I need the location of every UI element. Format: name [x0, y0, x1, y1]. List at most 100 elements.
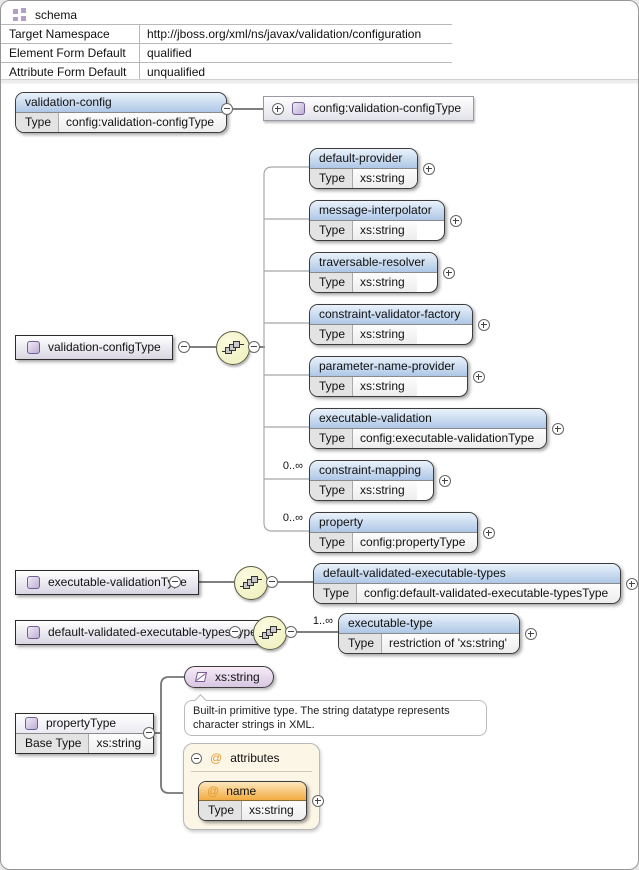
schema-header-table: schema Target Namespace http://jboss.org… — [1, 5, 452, 81]
element-name: default-provider — [310, 149, 417, 169]
type-value: config:validation-configType — [59, 113, 227, 132]
header-row-target-namespace: Target Namespace http://jboss.org/xml/ns… — [1, 25, 452, 44]
collapse-icon[interactable] — [221, 103, 233, 115]
complex-type-icon — [27, 576, 40, 589]
attributes-header: @ attributes — [191, 751, 312, 772]
collapse-icon[interactable] — [143, 727, 155, 739]
occurrence-label: 1..∞ — [312, 615, 333, 627]
type-label: Type — [310, 169, 354, 188]
header-row-attribute-form-default: Attribute Form Default unqualified — [1, 63, 452, 81]
element-name: validation-config — [16, 93, 227, 113]
expand-icon[interactable] — [422, 162, 435, 175]
expand-icon[interactable] — [311, 795, 324, 807]
attribute-at-icon: @ — [207, 784, 220, 798]
header-value: http://jboss.org/xml/ns/javax/validation… — [147, 27, 422, 41]
expand-icon[interactable] — [478, 318, 491, 331]
element-name: message-interpolator — [310, 201, 444, 221]
element-name: parameter-name-provider — [310, 357, 468, 377]
element-name: executable-validation — [310, 409, 547, 429]
complex-type-name: propertyType — [46, 716, 117, 730]
element-name: property — [310, 513, 478, 533]
expand-icon[interactable] — [449, 214, 462, 227]
complex-type-node-propertyType[interactable]: propertyType Base Type xs:string — [15, 713, 155, 754]
collapse-icon[interactable] — [266, 576, 278, 588]
type-label: Type — [199, 801, 243, 820]
collapse-icon[interactable] — [191, 752, 202, 764]
type-value: xs:string — [353, 169, 417, 188]
expand-icon[interactable] — [272, 102, 284, 115]
simple-type-name: xs:string — [215, 670, 260, 684]
expand-icon[interactable] — [443, 266, 456, 279]
complex-type-name: validation-configType — [48, 340, 161, 354]
base-type-value: xs:string — [89, 734, 154, 753]
simple-type-icon — [194, 672, 208, 682]
complex-type-icon — [25, 717, 38, 730]
element-node-validation-config[interactable]: validation-config Type config:validation… — [15, 92, 228, 133]
header-row-element-form-default: Element Form Default qualified — [1, 44, 452, 63]
complex-type-node-default-validated-executable-typesType[interactable]: default-validated-executable-typesType — [15, 620, 269, 645]
sequence-icon[interactable] — [253, 616, 287, 650]
type-value: xs:string — [353, 481, 417, 500]
element-name: default-validated-executable-types — [314, 564, 621, 584]
expand-icon[interactable] — [439, 474, 452, 487]
expand-icon[interactable] — [524, 627, 537, 640]
complex-type-icon — [27, 341, 40, 354]
element-name: executable-type — [339, 614, 519, 634]
expand-icon[interactable] — [626, 577, 638, 590]
type-value: config:propertyType — [353, 533, 478, 552]
schema-title: schema — [35, 7, 78, 22]
type-label: Type — [310, 325, 354, 344]
attribute-at-icon: @ — [210, 751, 223, 765]
type-label: Type — [310, 377, 354, 396]
complex-type-icon — [27, 626, 40, 639]
schema-title-row: schema — [1, 5, 452, 25]
type-value: xs:string — [353, 273, 417, 292]
element-name: constraint-validator-factory — [310, 305, 473, 325]
collapse-icon[interactable] — [248, 341, 260, 353]
sequence-icon[interactable] — [234, 566, 268, 600]
expand-icon[interactable] — [483, 526, 496, 539]
collapse-icon[interactable] — [178, 341, 190, 353]
header-value: qualified — [147, 46, 192, 60]
simple-type-node-xs-string[interactable]: xs:string — [184, 666, 274, 688]
complex-type-icon — [292, 102, 305, 115]
attributes-label: attributes — [230, 751, 280, 765]
type-label: Type — [16, 113, 60, 132]
occurrence-label: 0..∞ — [282, 512, 303, 524]
type-documentation-note: Built-in primitive type. The string data… — [184, 700, 487, 736]
type-value: xs:string — [353, 221, 417, 240]
expand-icon[interactable] — [552, 422, 565, 435]
type-label: Type — [310, 429, 354, 448]
element-name: traversable-resolver — [310, 253, 438, 273]
type-label: Type — [310, 533, 354, 552]
type-label: Type — [314, 584, 358, 603]
expand-icon[interactable] — [473, 370, 486, 383]
header-separator — [1, 79, 638, 84]
collapse-icon[interactable] — [285, 626, 297, 638]
schema-icon — [13, 8, 26, 21]
collapse-icon[interactable] — [229, 626, 241, 638]
occurrence-label: 0..∞ — [282, 460, 303, 472]
base-type-label: Base Type — [16, 734, 90, 753]
collapse-icon[interactable] — [169, 576, 181, 588]
sequence-icon[interactable] — [216, 331, 250, 365]
type-reference-name: config:validation-configType — [313, 101, 462, 115]
attribute-name: name — [226, 784, 257, 798]
type-value: restriction of 'xs:string' — [382, 634, 519, 653]
complex-type-node-validation-configType[interactable]: validation-configType — [15, 335, 173, 360]
complex-type-node-executable-validationType[interactable]: executable-validationType — [15, 570, 199, 595]
type-reference-node[interactable]: config:validation-configType — [263, 96, 475, 121]
